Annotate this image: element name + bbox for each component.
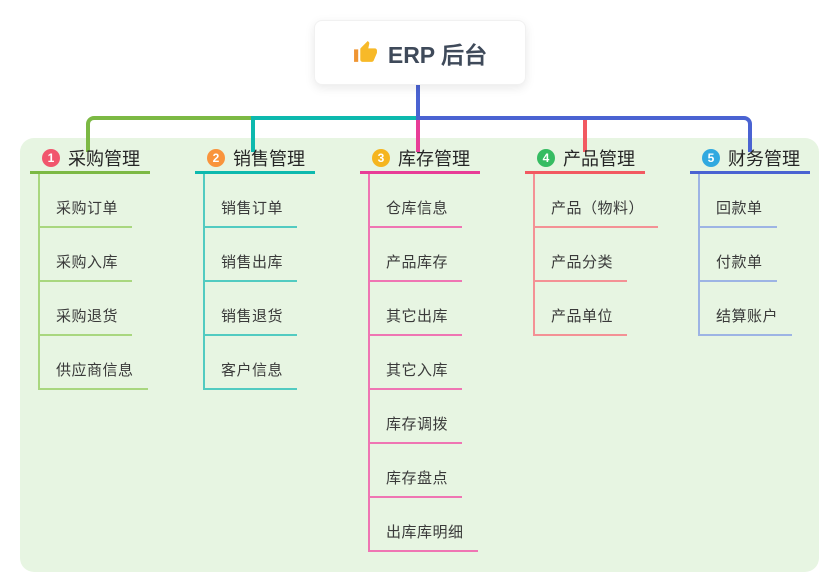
branch-label: 销售管理 <box>233 149 305 169</box>
child-item-label[interactable]: 其它出库 <box>368 305 463 336</box>
child-item: 销售订单 <box>203 174 325 228</box>
child-item-label[interactable]: 仓库信息 <box>368 197 463 228</box>
child-item-label[interactable]: 出库库明细 <box>368 521 478 552</box>
branch-column-1: 1 采购管理采购订单采购入库采购退货供应商信息 <box>30 145 160 390</box>
child-item: 销售退货 <box>203 282 325 336</box>
branch-header-5[interactable]: 5 财务管理 <box>690 145 810 174</box>
branch-badge: 1 <box>42 149 60 167</box>
child-item-label[interactable]: 采购退货 <box>38 305 133 336</box>
child-item: 产品分类 <box>533 228 655 282</box>
branch-badge: 5 <box>702 149 720 167</box>
child-item-label[interactable]: 产品（物料） <box>533 197 659 228</box>
branch-children: 销售订单销售出库销售退货客户信息 <box>203 174 325 390</box>
child-item-label[interactable]: 产品库存 <box>368 251 463 282</box>
child-item: 采购退货 <box>38 282 160 336</box>
child-item-label[interactable]: 采购入库 <box>38 251 133 282</box>
branch-label: 产品管理 <box>563 149 635 169</box>
child-item: 出库库明细 <box>368 498 490 552</box>
child-item: 产品库存 <box>368 228 490 282</box>
branch-children: 采购订单采购入库采购退货供应商信息 <box>38 174 160 390</box>
child-item-label[interactable]: 销售退货 <box>203 305 298 336</box>
child-item: 产品单位 <box>533 282 655 336</box>
branch-children: 回款单付款单结算账户 <box>698 174 820 336</box>
branch-children: 产品（物料） 产品分类产品单位 <box>533 174 659 336</box>
child-item-label[interactable]: 采购订单 <box>38 197 133 228</box>
children-rail-line <box>368 174 370 552</box>
branch-column-2: 2 销售管理销售订单销售出库销售退货客户信息 <box>195 145 325 390</box>
child-item-label[interactable]: 产品分类 <box>533 251 628 282</box>
children-rail-line <box>698 174 700 336</box>
branch-header-3[interactable]: 3 库存管理 <box>360 145 480 174</box>
children-rail-line <box>533 174 535 336</box>
child-item: 结算账户 <box>698 282 820 336</box>
branch-column-3: 3 库存管理仓库信息产品库存其它出库其它入库库存调拨库存盘点出库库明细 <box>360 145 490 552</box>
child-item-label[interactable]: 库存调拨 <box>368 413 463 444</box>
child-item-label[interactable]: 客户信息 <box>203 359 298 390</box>
root-label: ERP 后台 <box>387 41 488 68</box>
child-item-label[interactable]: 结算账户 <box>698 305 793 336</box>
branch-badge: 3 <box>372 149 390 167</box>
branch-label: 采购管理 <box>68 149 140 169</box>
child-item: 采购入库 <box>38 228 160 282</box>
child-item: 仓库信息 <box>368 174 490 228</box>
children-rail-line <box>203 174 205 390</box>
child-item: 库存盘点 <box>368 444 490 498</box>
child-item: 其它入库 <box>368 336 490 390</box>
child-item: 产品（物料） <box>533 174 659 228</box>
child-item: 付款单 <box>698 228 820 282</box>
child-item-label[interactable]: 付款单 <box>698 251 777 282</box>
branch-header-1[interactable]: 1 采购管理 <box>30 145 150 174</box>
root-node[interactable]: ERP 后台 <box>314 20 526 85</box>
child-item-label[interactable]: 回款单 <box>698 197 777 228</box>
child-item: 销售出库 <box>203 228 325 282</box>
child-item: 回款单 <box>698 174 820 228</box>
child-item: 其它出库 <box>368 282 490 336</box>
connector-branch2-drop <box>251 116 255 152</box>
branch-badge: 2 <box>207 149 225 167</box>
child-item: 供应商信息 <box>38 336 160 390</box>
child-item-label[interactable]: 供应商信息 <box>38 359 148 390</box>
connector-branch1 <box>86 116 255 152</box>
connector-bus-teal <box>251 116 420 120</box>
child-item-label[interactable]: 产品单位 <box>533 305 628 336</box>
branch-header-2[interactable]: 2 销售管理 <box>195 145 315 174</box>
children-rail-line <box>38 174 40 390</box>
branch-label: 财务管理 <box>728 149 800 169</box>
child-item: 库存调拨 <box>368 390 490 444</box>
branch-children: 仓库信息产品库存其它出库其它入库库存调拨库存盘点出库库明细 <box>368 174 490 552</box>
branch-header-4[interactable]: 4 产品管理 <box>525 145 645 174</box>
branch-column-5: 5 财务管理回款单付款单结算账户 <box>690 145 820 336</box>
branches-group-panel <box>20 138 819 572</box>
branch-label: 库存管理 <box>398 149 470 169</box>
connector-branch3-drop <box>416 120 420 152</box>
connector-branch5 <box>416 116 752 152</box>
child-item: 客户信息 <box>203 336 325 390</box>
child-item-label[interactable]: 销售订单 <box>203 197 298 228</box>
child-item-label[interactable]: 销售出库 <box>203 251 298 282</box>
connector-branch4-drop <box>583 120 587 152</box>
connector-root-line <box>416 83 420 120</box>
thumbs-up-icon <box>353 41 377 62</box>
branch-badge: 4 <box>537 149 555 167</box>
child-item: 采购订单 <box>38 174 160 228</box>
branch-column-4: 4 产品管理产品（物料） 产品分类产品单位 <box>525 145 659 336</box>
child-item-label[interactable]: 库存盘点 <box>368 467 463 498</box>
child-item-label[interactable]: 其它入库 <box>368 359 463 390</box>
